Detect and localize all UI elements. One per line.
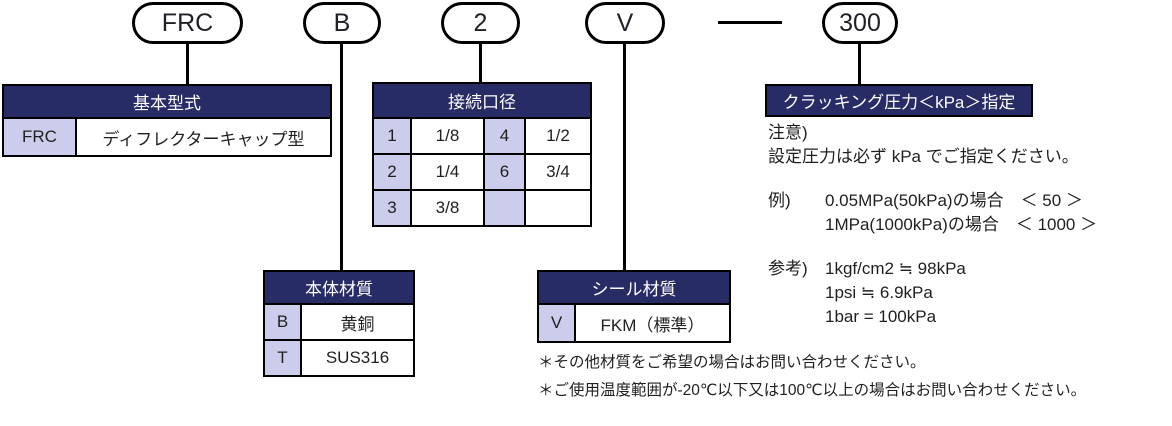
code-segment-cracking-pressure: 300 <box>822 2 898 44</box>
connector-line-seal-material <box>623 44 626 270</box>
basic-type-code-cell: FRC <box>2 117 77 157</box>
code-segment-label: B <box>333 8 351 37</box>
port-size-value-cell: 1/8 <box>410 117 485 155</box>
connector-line-cracking-pressure <box>858 44 861 84</box>
example-block: 例) 0.05MPa(50kPa)の場合 ＜ 50 ＞ 1MPa(1000kPa… <box>768 189 1172 237</box>
seal-material-table-title: シール材質 <box>537 270 731 305</box>
caution-text: 設定圧力は必ず kPa でご指定ください。 <box>768 147 1079 166</box>
table-row: 2 1/4 6 3/4 <box>372 153 592 191</box>
code-separator-dash <box>718 21 782 24</box>
port-size-code-cell: 2 <box>372 153 412 191</box>
seal-material-value-cell: FKM（標準） <box>574 303 731 343</box>
footnote-other-materials: ＊その他材質をご希望の場合はお問い合わせください。 <box>538 354 926 371</box>
body-material-value-cell: SUS316 <box>300 339 415 377</box>
code-segment-seal-material: V <box>585 2 665 44</box>
port-size-value-cell: 3/8 <box>410 189 485 227</box>
seal-material-code-cell: V <box>537 303 576 343</box>
code-segment-body-material: B <box>303 2 381 44</box>
port-size-value-cell-empty <box>524 189 592 227</box>
code-segment-port-size: 2 <box>441 2 520 44</box>
reference-line: 1psi ≒ 6.9kPa <box>825 283 933 302</box>
connector-line-body-material <box>340 44 343 270</box>
port-size-code-cell: 6 <box>483 153 526 191</box>
table-row: 1 1/8 4 1/2 <box>372 117 592 155</box>
connector-line-port-size <box>479 44 482 82</box>
table-row: V FKM（標準） <box>537 303 731 343</box>
port-size-table: 接続口径 1 1/8 4 1/2 2 1/4 6 3/4 3 3/8 <box>372 82 592 227</box>
footnotes: ＊その他材質をご希望の場合はお問い合わせください。 ＊ご使用温度範囲が-20℃以… <box>538 349 1086 405</box>
body-material-code-cell: B <box>263 303 302 341</box>
body-material-table-title: 本体材質 <box>263 270 415 305</box>
port-size-table-title: 接続口径 <box>372 82 592 119</box>
cracking-pressure-title: クラッキング圧力＜kPa＞指定 <box>765 84 1033 117</box>
table-row: T SUS316 <box>263 339 415 377</box>
footnote-temperature-range: ＊ご使用温度範囲が-20℃以下又は100℃以上の場合はお問い合わせください。 <box>538 382 1087 399</box>
code-segment-label: V <box>616 8 634 37</box>
table-row: 3 3/8 <box>372 189 592 227</box>
caution-label: 注意) <box>768 123 808 142</box>
reference-block: 参考) 1kgf/cm2 ≒ 98kPa 1psi ≒ 6.9kPa 1bar … <box>768 257 1172 329</box>
reference-line: 1kgf/cm2 ≒ 98kPa <box>825 259 966 278</box>
reference-label: 参考) <box>768 259 808 278</box>
code-segment-basic-type: FRC <box>132 2 243 44</box>
table-row: B 黄銅 <box>263 303 415 341</box>
port-size-value-cell: 1/4 <box>410 153 485 191</box>
basic-type-table-title: 基本型式 <box>2 84 332 119</box>
cracking-pressure-note: 注意) 設定圧力は必ず kPa でご指定ください。 例) 0.05MPa(50k… <box>768 121 1172 329</box>
basic-type-value-cell: ディフレクターキャップ型 <box>75 117 332 157</box>
port-size-code-cell: 3 <box>372 189 412 227</box>
port-size-code-cell-empty <box>483 189 526 227</box>
body-material-value-cell: 黄銅 <box>300 303 415 341</box>
port-size-code-cell: 1 <box>372 117 412 155</box>
example-label: 例) <box>768 191 791 210</box>
connector-line-basic-type <box>186 44 189 84</box>
example-line: 1MPa(1000kPa)の場合 ＜ 1000 ＞ <box>825 215 1098 234</box>
code-segment-label: FRC <box>161 8 214 37</box>
body-material-table: 本体材質 B 黄銅 T SUS316 <box>263 270 415 377</box>
reference-line: 1bar = 100kPa <box>825 307 937 326</box>
body-material-code-cell: T <box>263 339 302 377</box>
basic-type-table: 基本型式 FRC ディフレクターキャップ型 <box>2 84 332 157</box>
port-size-value-cell: 1/2 <box>524 117 592 155</box>
example-line: 0.05MPa(50kPa)の場合 ＜ 50 ＞ <box>825 191 1083 210</box>
code-segment-label: 300 <box>839 8 881 37</box>
table-row: FRC ディフレクターキャップ型 <box>2 117 332 157</box>
code-segment-label: 2 <box>473 8 488 37</box>
seal-material-table: シール材質 V FKM（標準） <box>537 270 731 343</box>
port-size-value-cell: 3/4 <box>524 153 592 191</box>
port-size-code-cell: 4 <box>483 117 526 155</box>
